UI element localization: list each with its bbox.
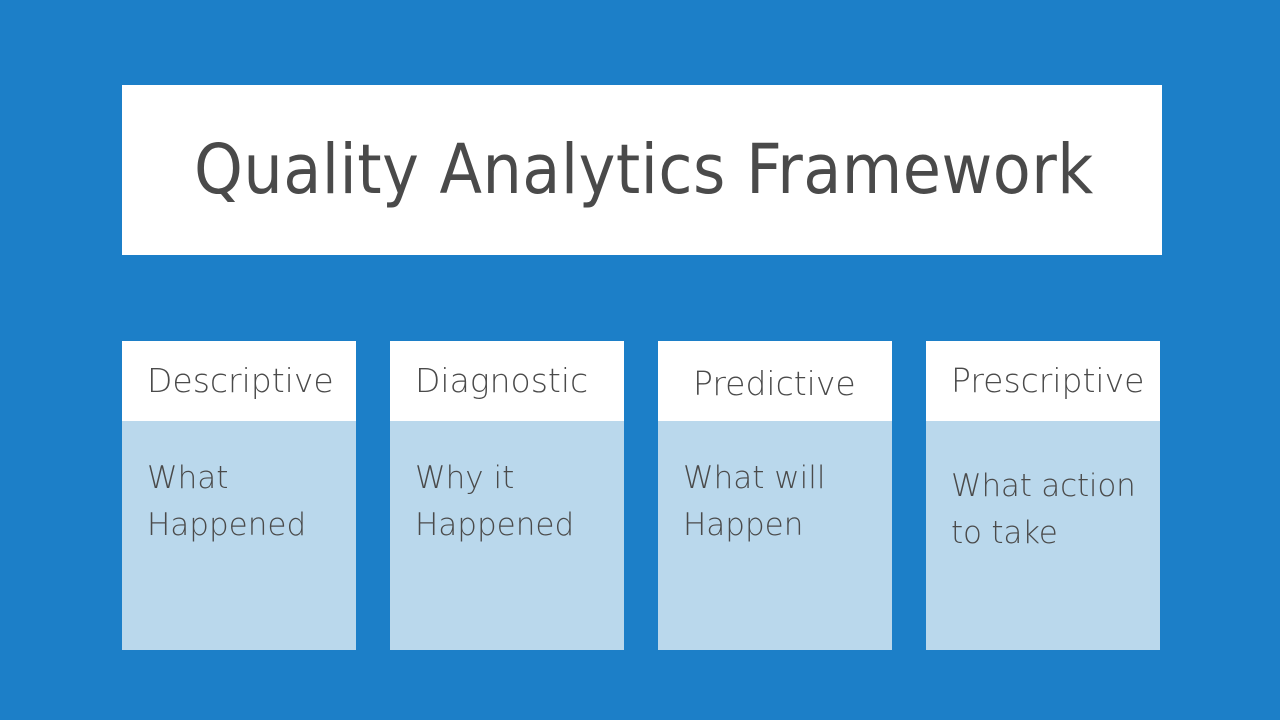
analytics-card-predictive[interactable]: Predictive What will Happen [658,341,892,650]
analytics-card-prescriptive[interactable]: Prescriptive What action to take [926,341,1160,650]
card-header-descriptive: Descriptive [122,341,356,421]
card-title-prescriptive: Prescriptive [951,360,1145,400]
analytics-card-descriptive[interactable]: Descriptive What Happened [122,341,356,650]
card-title-diagnostic: Diagnostic [415,360,589,400]
analytics-card-diagnostic[interactable]: Diagnostic Why it Happened [390,341,624,650]
card-title-descriptive: Descriptive [147,360,334,400]
card-body-predictive: What will Happen [658,421,892,650]
page-title: Quality Analytics Framework [194,129,1094,210]
card-description-predictive: What will Happen [683,460,826,543]
card-title-predictive: Predictive [693,363,856,403]
card-description-diagnostic: Why it Happened [415,460,575,543]
card-header-prescriptive: Prescriptive [926,341,1160,421]
card-description-descriptive: What Happened [147,460,307,543]
card-body-diagnostic: Why it Happened [390,421,624,650]
card-body-descriptive: What Happened [122,421,356,650]
card-header-predictive: Predictive [658,341,892,421]
analytics-card-row: Descriptive What Happened Diagnostic Why… [122,341,1162,650]
card-body-prescriptive: What action to take [926,421,1160,650]
card-description-prescriptive: What action to take [951,468,1136,551]
title-panel: Quality Analytics Framework [122,85,1162,255]
card-header-diagnostic: Diagnostic [390,341,624,421]
